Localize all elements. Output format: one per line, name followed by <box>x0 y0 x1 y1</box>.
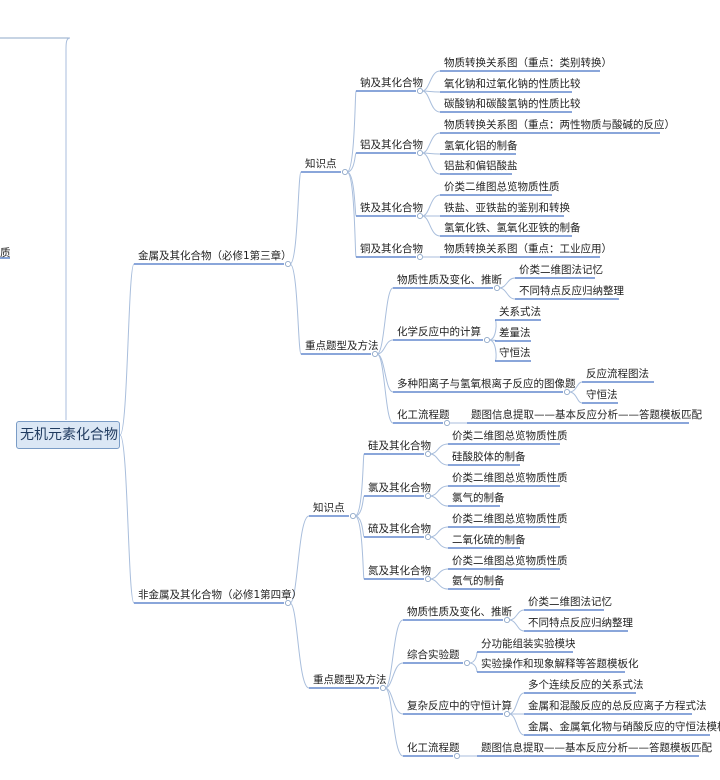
group-0-0-2-label[interactable]: 铁及其化合物 <box>360 202 423 214</box>
group-0-1-0-label[interactable]: 物质性质及变化、推断 <box>397 274 502 286</box>
leaf-0-0-2-0[interactable]: 价类二维图总览物质性质 <box>444 181 560 193</box>
group-1-0-1-label[interactable]: 氯及其化合物 <box>368 482 431 494</box>
left-edge-fragment: 质 <box>0 247 11 259</box>
leaf-0-0-1-2[interactable]: 铝盐和偏铝酸盐 <box>444 160 518 172</box>
leaf-1-1-2-1[interactable]: 金属和混酸反应的总反应离子方程式法 <box>528 700 707 712</box>
leaf-1-0-2-0[interactable]: 价类二维图总览物质性质 <box>452 513 568 525</box>
branch-1-label[interactable]: 非金属及其化合物（必修1第四章） <box>138 589 303 601</box>
leaf-1-1-2-0[interactable]: 多个连续反应的关系式法 <box>528 679 644 691</box>
group-0-0-3-label[interactable]: 铜及其化合物 <box>360 243 423 255</box>
leaf-1-1-2-2[interactable]: 金属、金属氧化物与硝酸反应的守恒法模板 <box>528 721 720 733</box>
group-1-1-2-label[interactable]: 复杂反应中的守恒计算 <box>407 700 512 712</box>
leaf-0-1-0-1[interactable]: 不同特点反应归纳整理 <box>519 285 624 297</box>
leaf-1-1-0-1[interactable]: 不同特点反应归纳整理 <box>528 617 633 629</box>
leaf-0-1-1-1[interactable]: 差量法 <box>499 327 531 339</box>
leaf-0-0-2-1[interactable]: 铁盐、亚铁盐的鉴别和转换 <box>444 202 570 214</box>
leaf-1-0-2-1[interactable]: 二氧化硫的制备 <box>452 534 526 546</box>
group-1-1-3-label[interactable]: 化工流程题 <box>407 742 460 754</box>
leaf-1-0-3-0[interactable]: 价类二维图总览物质性质 <box>452 555 568 567</box>
leaf-0-1-1-0[interactable]: 关系式法 <box>499 306 541 318</box>
branch-1-section-1-label[interactable]: 重点题型及方法 <box>313 674 387 686</box>
leaf-1-0-3-1[interactable]: 氨气的制备 <box>452 575 505 587</box>
leaf-1-0-0-1[interactable]: 硅酸胶体的制备 <box>452 451 526 463</box>
leaf-1-1-0-0[interactable]: 价类二维图法记忆 <box>528 596 612 608</box>
leaf-0-0-1-1[interactable]: 氢氧化铝的制备 <box>444 140 518 152</box>
group-0-1-3-label[interactable]: 化工流程题 <box>397 409 450 421</box>
root-label: 无机元素化合物 <box>20 427 118 443</box>
leaf-1-0-1-1[interactable]: 氯气的制备 <box>452 492 505 504</box>
leaf-0-1-2-1[interactable]: 守恒法 <box>586 389 618 401</box>
group-1-1-0-label[interactable]: 物质性质及变化、推断 <box>407 606 512 618</box>
group-0-1-2-label[interactable]: 多种阳离子与氢氧根离子反应的图像题 <box>397 378 576 390</box>
leaf-1-1-1-0[interactable]: 分功能组装实验模块 <box>481 638 576 650</box>
root-node[interactable]: 无机元素化合物 <box>16 421 120 449</box>
branch-0-section-0-label[interactable]: 知识点 <box>305 158 337 170</box>
leaf-0-0-2-2[interactable]: 氢氧化铁、氢氧化亚铁的制备 <box>444 222 581 234</box>
leaf-1-1-1-1[interactable]: 实验操作和现象解释等答题模板化 <box>481 658 639 670</box>
group-0-1-1-label[interactable]: 化学反应中的计算 <box>397 326 481 338</box>
group-0-0-0-label[interactable]: 钠及其化合物 <box>360 77 423 89</box>
leaf-0-1-1-2[interactable]: 守恒法 <box>499 347 531 359</box>
leaf-0-0-0-0[interactable]: 物质转换关系图（重点：类别转换） <box>444 57 612 69</box>
group-1-0-0-label[interactable]: 硅及其化合物 <box>368 440 431 452</box>
leaf-1-0-1-0[interactable]: 价类二维图总览物质性质 <box>452 472 568 484</box>
branch-0-section-1-label[interactable]: 重点题型及方法 <box>305 340 379 352</box>
leaf-1-1-3-0[interactable]: 题图信息提取——基本反应分析——答题模板匹配 <box>481 742 712 754</box>
leaf-0-1-3-0[interactable]: 题图信息提取——基本反应分析——答题模板匹配 <box>471 409 702 421</box>
group-1-1-1-label[interactable]: 综合实验题 <box>407 649 460 661</box>
branch-0-label[interactable]: 金属及其化合物（必修1第三章） <box>138 250 292 262</box>
group-1-0-3-label[interactable]: 氮及其化合物 <box>368 565 431 577</box>
leaf-0-0-1-0[interactable]: 物质转换关系图（重点：两性物质与酸碱的反应） <box>444 119 675 131</box>
leaf-0-0-3-0[interactable]: 物质转换关系图（重点：工业应用） <box>444 243 612 255</box>
leaf-1-0-0-0[interactable]: 价类二维图总览物质性质 <box>452 430 568 442</box>
leaf-0-0-0-2[interactable]: 碳酸钠和碳酸氢钠的性质比较 <box>444 98 581 110</box>
leaf-0-0-0-1[interactable]: 氧化钠和过氧化钠的性质比较 <box>444 78 581 90</box>
leaf-0-1-0-0[interactable]: 价类二维图法记忆 <box>519 264 603 276</box>
branch-1-section-0-label[interactable]: 知识点 <box>313 502 345 514</box>
group-0-0-1-label[interactable]: 铝及其化合物 <box>360 139 423 151</box>
leaf-0-1-2-0[interactable]: 反应流程图法 <box>586 368 649 380</box>
group-1-0-2-label[interactable]: 硫及其化合物 <box>368 523 431 535</box>
